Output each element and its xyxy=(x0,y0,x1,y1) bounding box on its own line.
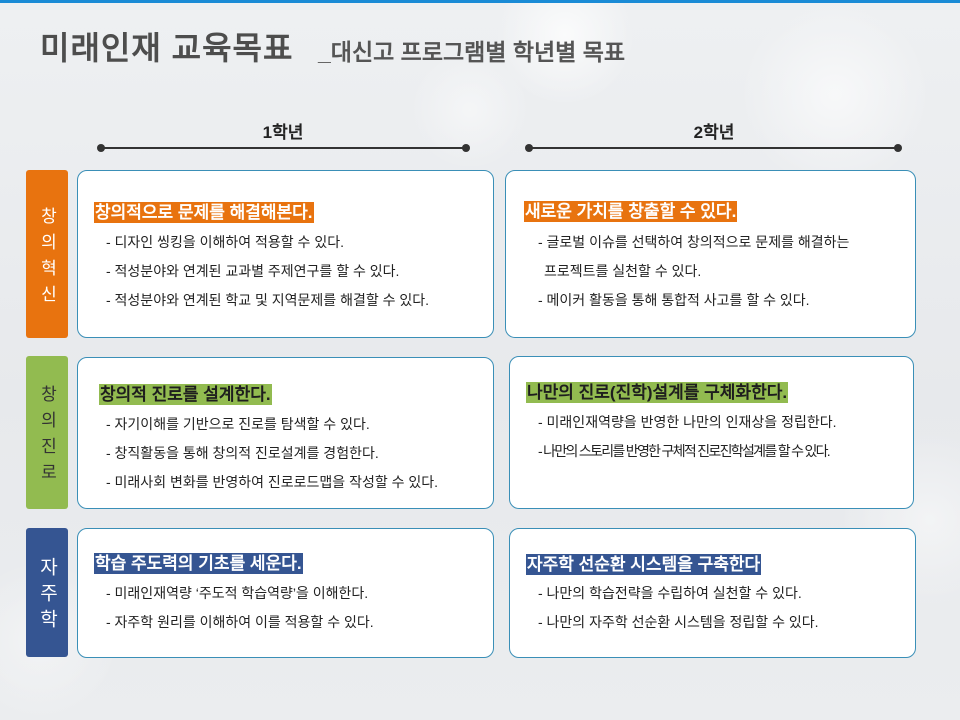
slide-title: 미래인재 교육목표 xyxy=(40,30,294,66)
column-header-grade-2: 2학년 xyxy=(693,123,735,142)
goal-item: - 미래인재역량을 반영한 나만의 인재상을 정립한다. xyxy=(538,414,837,430)
goal-item-continuation: 프로젝트를 실천할 수 있다. xyxy=(544,263,702,279)
goal-item: - 적성분야와 연계된 교과별 주제연구를 할 수 있다. xyxy=(106,263,400,279)
top-accent-bar xyxy=(0,0,960,3)
row-label-text: 자주학 xyxy=(36,557,58,635)
goal-list: - 자기이해를 기반으로 진로를 탐색할 수 있다. - 창직활동을 통해 창의… xyxy=(106,410,438,497)
goal-item: - 적성분야와 연계된 학교 및 지역문제를 해결할 수 있다. xyxy=(106,292,430,308)
goal-heading: 창의적으로 문제를 해결해본다. xyxy=(94,202,314,223)
row-label-text: 창의진로 xyxy=(37,385,57,489)
goal-card-self-learning-grade-1: 학습 주도력의 기초를 세운다. - 미래인재역량 ‘주도적 학습역량’을 이해… xyxy=(77,528,494,658)
goal-item: - 자기이해를 기반으로 진로를 탐색할 수 있다. xyxy=(106,416,370,432)
grade-1-timeline xyxy=(97,144,470,152)
goal-heading: 나만의 진로(진학)설계를 구체화한다. xyxy=(526,382,789,403)
goal-heading: 학습 주도력의 기초를 세운다. xyxy=(94,553,303,574)
goal-card-self-learning-grade-2: 자주학 선순환 시스템을 구축한다 - 나만의 학습전략을 수립하여 실천할 수… xyxy=(509,528,916,658)
goal-item: - 자주학 원리를 이해하여 이를 적용할 수 있다. xyxy=(106,614,374,630)
goal-item: - 디자인 씽킹을 이해하여 적용할 수 있다. xyxy=(106,234,344,250)
row-label-creative-career: 창의진로 xyxy=(26,356,68,509)
goal-item: - 미래인재역량 ‘주도적 학습역량’을 이해한다. xyxy=(106,585,369,601)
goal-item: - 나만의 자주학 선순환 시스템을 정립할 수 있다. xyxy=(538,614,819,630)
slide-subtitle: _대신고 프로그램별 학년별 목표 xyxy=(318,39,626,65)
grade-2-timeline xyxy=(525,144,902,152)
goal-card-career-grade-2: 나만의 진로(진학)설계를 구체화한다. - 미래인재역량을 반영한 나만의 인… xyxy=(509,356,914,509)
row-label-text: 창의혁신 xyxy=(37,206,57,311)
goal-list: - 미래인재역량을 반영한 나만의 인재상을 정립한다. - 나만의 스토리를 … xyxy=(538,408,836,466)
row-label-creative-innovation: 창의혁신 xyxy=(26,170,68,338)
goal-item: - 창직활동을 통해 창의적 진로설계를 경험한다. xyxy=(106,445,379,461)
goal-list: - 미래인재역량 ‘주도적 학습역량’을 이해한다. - 자주학 원리를 이해하… xyxy=(106,579,374,637)
goal-item: - 글로벌 이슈를 선택하여 창의적으로 문제를 해결하는 xyxy=(538,234,850,250)
goal-card-innovation-grade-1: 창의적으로 문제를 해결해본다. - 디자인 씽킹을 이해하여 적용할 수 있다… xyxy=(77,170,494,338)
goal-heading: 새로운 가치를 창출할 수 있다. xyxy=(524,201,738,222)
goal-item: - 나만의 학습전략을 수립하여 실천할 수 있다. xyxy=(538,585,802,601)
goal-card-innovation-grade-2: 새로운 가치를 창출할 수 있다. - 글로벌 이슈를 선택하여 창의적으로 문… xyxy=(505,170,916,338)
goal-heading: 자주학 선순환 시스템을 구축한다 xyxy=(526,554,762,575)
row-label-self-directed-learning: 자주학 xyxy=(26,528,68,657)
goal-item: - 나만의 스토리를 반영한 구체적 진로진학설계를 할 수 있다. xyxy=(538,443,831,459)
goal-item: - 메이커 활동을 통해 통합적 사고를 할 수 있다. xyxy=(538,292,810,308)
goal-card-career-grade-1: 창의적 진로를 설계한다. - 자기이해를 기반으로 진로를 탐색할 수 있다.… xyxy=(77,357,494,509)
goal-list: - 글로벌 이슈를 선택하여 창의적으로 문제를 해결하는 프로젝트를 실천할 … xyxy=(538,228,849,315)
goal-list: - 나만의 학습전략을 수립하여 실천할 수 있다. - 나만의 자주학 선순환… xyxy=(538,579,819,637)
goal-heading: 창의적 진로를 설계한다. xyxy=(99,384,272,405)
goal-list: - 디자인 씽킹을 이해하여 적용할 수 있다. - 적성분야와 연계된 교과별… xyxy=(106,228,429,315)
goal-item: - 미래사회 변화를 반영하여 진로로드맵을 작성할 수 있다. xyxy=(106,474,439,490)
column-header-grade-1: 1학년 xyxy=(262,123,304,142)
